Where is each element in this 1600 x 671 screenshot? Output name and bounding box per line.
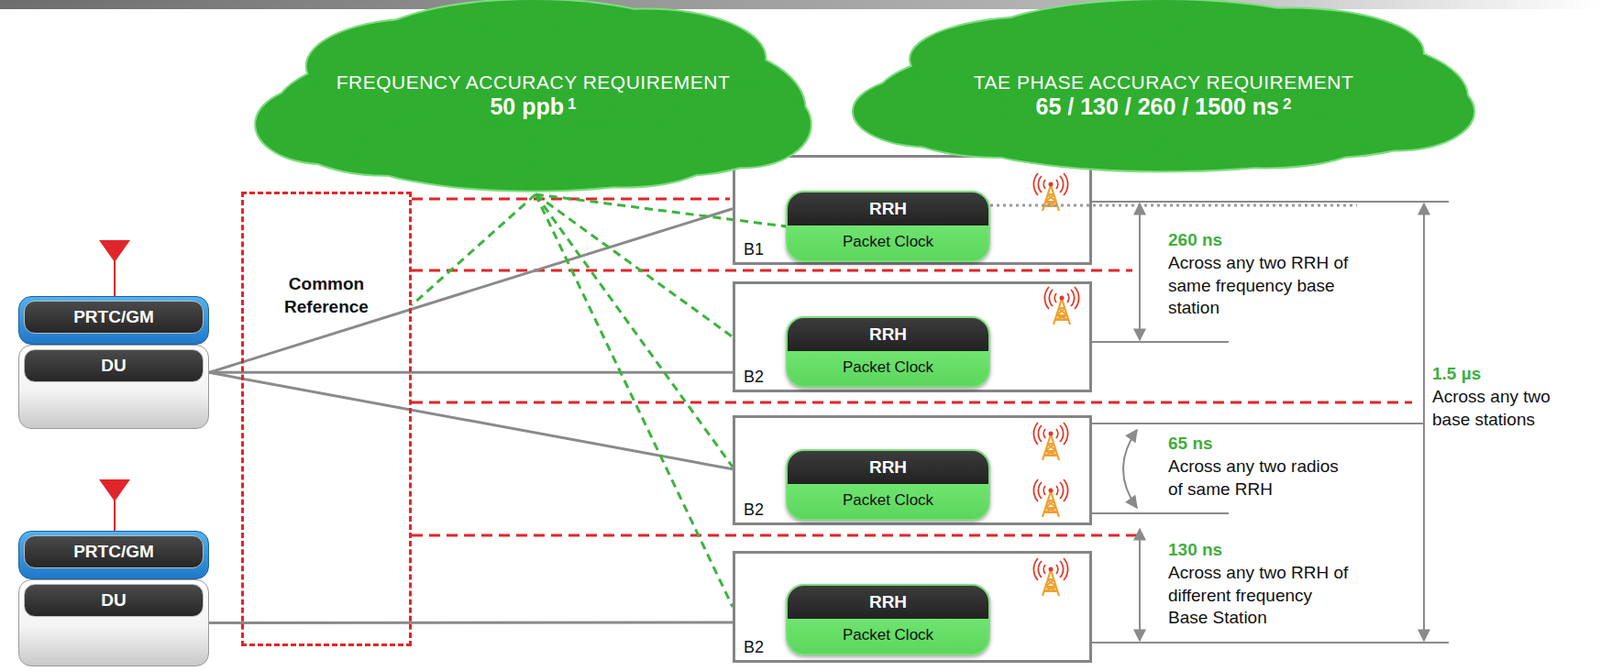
- distributed-unit: DU: [18, 344, 210, 430]
- requirement-value: 50 ppb: [489, 93, 564, 120]
- cloud-title: TAE PHASE ACCURACY REQUIREMENT: [973, 71, 1354, 94]
- group-label: Common Reference: [275, 273, 377, 319]
- dimension-value: 65 ns: [1168, 432, 1352, 456]
- reference-line: [535, 194, 733, 607]
- common-reference-box: Common Reference: [241, 191, 412, 647]
- device-label: DU: [23, 349, 204, 383]
- link-line: [209, 371, 733, 375]
- station-label: B2: [743, 367, 764, 387]
- base-station-box: B2 RRHPacket Clock: [732, 281, 1093, 393]
- link-line: [209, 372, 733, 469]
- clock-label: Packet Clock: [787, 484, 989, 518]
- station-label: B2: [743, 500, 764, 520]
- device-label: DU: [23, 584, 204, 618]
- requirement-cloud: TAE PHASE ACCURACY REQUIREMENT65 / 130 /…: [847, 0, 1480, 175]
- distributed-unit: DU: [18, 579, 210, 667]
- dimension-note: Across any two RRH of same frequency bas…: [1168, 252, 1352, 320]
- station-label: B1: [743, 240, 764, 260]
- dimension-note: Across any two base stations: [1432, 386, 1570, 431]
- device-label: RRH: [787, 451, 989, 485]
- link-line: [209, 621, 733, 625]
- device-label: PRTC/GM: [23, 535, 204, 569]
- cloud-value-line: 50 ppb1: [489, 93, 576, 121]
- grandmaster-clock: PRTC/GM: [18, 530, 210, 580]
- dimension-value: 1.5 µs: [1432, 363, 1570, 387]
- rrh-packet-clock: RRHPacket Clock: [785, 316, 991, 388]
- dimension-note: Across any two RRH of different frequenc…: [1168, 562, 1352, 630]
- base-station-box: B1 RRHPacket Clock: [732, 154, 1093, 265]
- dimension-lines: [926, 201, 1449, 643]
- cloud-value-line: 65 / 130 / 260 / 1500 ns2: [1036, 93, 1292, 121]
- device-label: RRH: [787, 585, 989, 619]
- rrh-packet-clock: RRHPacket Clock: [785, 449, 991, 521]
- footnote-number: 2: [1282, 95, 1292, 113]
- base-station-box: B2 RRHPacket Clock: [732, 551, 1093, 663]
- radio-antenna: [1033, 173, 1079, 596]
- dimension-value: 260 ns: [1168, 229, 1352, 253]
- reference-line: [535, 194, 733, 467]
- header-bar: [0, 0, 1600, 10]
- rrh-packet-clock: RRHPacket Clock: [785, 584, 991, 656]
- reference-line: [535, 194, 733, 338]
- dimension-value: 130 ns: [1168, 539, 1352, 563]
- dimension-note: Across any two radios of same RRH: [1168, 455, 1352, 501]
- grandmaster-clock: PRTC/GM: [18, 296, 210, 345]
- device-label: PRTC/GM: [23, 300, 204, 334]
- requirement-cloud: FREQUENCY ACCURACY REQUIREMENT50 ppb1: [250, 0, 817, 195]
- cloud-title: FREQUENCY ACCURACY REQUIREMENT: [336, 71, 731, 94]
- reference-line: [411, 194, 536, 306]
- clock-label: Packet Clock: [787, 225, 989, 259]
- footnote-number: 1: [567, 95, 576, 113]
- device-label: RRH: [787, 192, 989, 226]
- station-label: B2: [743, 638, 764, 658]
- clock-label: Packet Clock: [787, 351, 989, 385]
- device-label: RRH: [787, 318, 989, 352]
- requirement-value: 65 / 130 / 260 / 1500 ns: [1036, 93, 1280, 120]
- link-line: [209, 209, 733, 374]
- rrh-packet-clock: RRHPacket Clock: [785, 190, 991, 263]
- base-station-box: B2 RRHPacket Clock: [732, 415, 1093, 526]
- clock-label: Packet Clock: [787, 618, 989, 652]
